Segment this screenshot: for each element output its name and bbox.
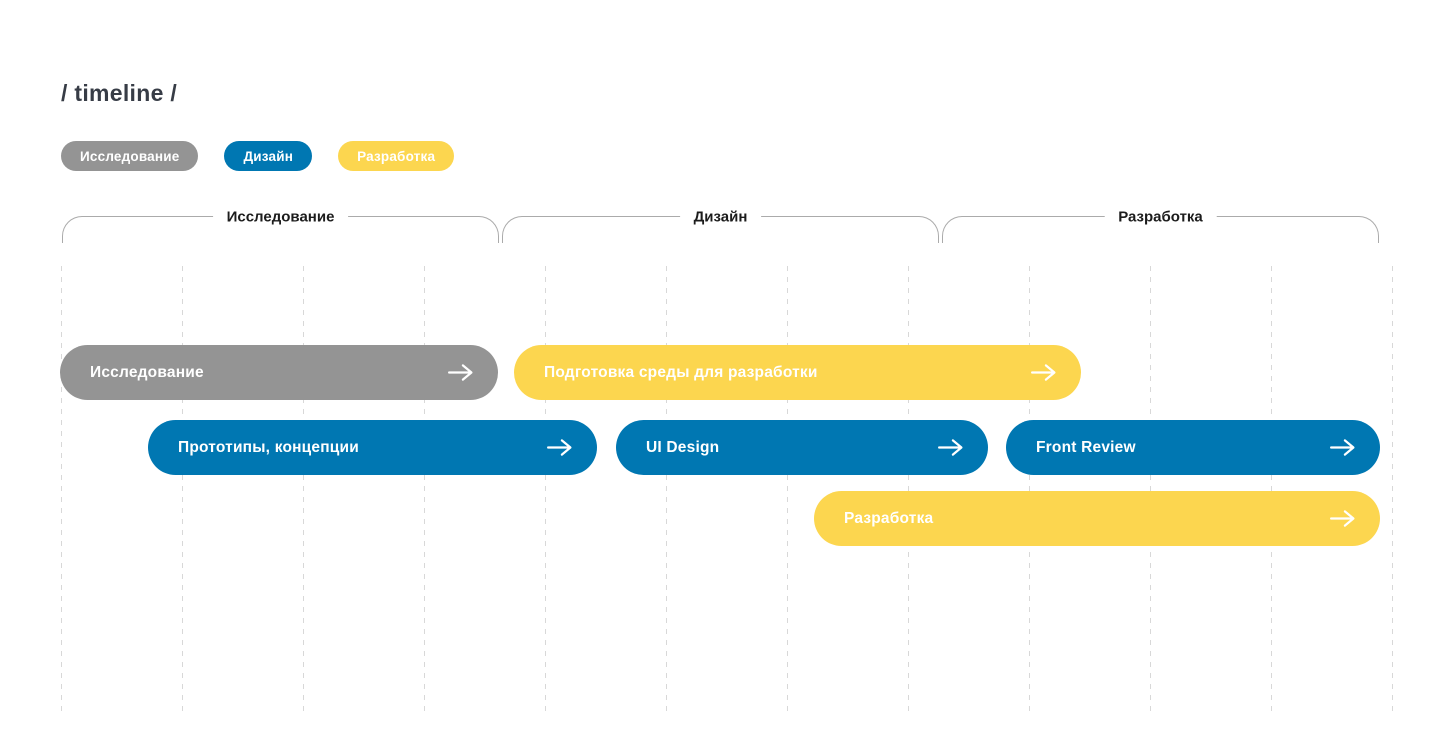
task-bar-label: Исследование	[90, 363, 204, 381]
phase-label-design: Дизайн	[679, 208, 762, 226]
gridline	[303, 266, 304, 713]
task-bar-label: UI Design	[646, 438, 720, 456]
legend-pill-design[interactable]: Дизайн	[224, 141, 313, 171]
gridline	[666, 266, 667, 713]
gridline	[1392, 266, 1393, 713]
task-bar-label: Прототипы, концепции	[178, 438, 359, 456]
gridline	[1150, 266, 1151, 713]
legend-pill-research[interactable]: Исследование	[61, 141, 199, 171]
gridline	[1029, 266, 1030, 713]
task-bar-label: Подготовка среды для разработки	[544, 363, 818, 381]
phase-label-research: Исследование	[212, 208, 349, 226]
gridline	[908, 266, 909, 713]
gridline	[182, 266, 183, 713]
task-bar[interactable]: Подготовка среды для разработки	[514, 345, 1081, 400]
arrow-right-icon	[1330, 439, 1355, 456]
task-bar[interactable]: Прототипы, концепции	[148, 420, 597, 475]
task-bar-label: Разработка	[844, 509, 934, 527]
gridline	[1271, 266, 1272, 713]
gridline	[787, 266, 788, 713]
task-bar-label: Front Review	[1036, 438, 1136, 456]
task-bar[interactable]: Front Review	[1006, 420, 1380, 475]
gridline	[545, 266, 546, 713]
gridline	[61, 266, 62, 713]
arrow-right-icon	[1330, 510, 1355, 527]
task-bar[interactable]: Разработка	[814, 491, 1380, 546]
task-bar[interactable]: UI Design	[616, 420, 988, 475]
gridline	[424, 266, 425, 713]
arrow-right-icon	[448, 364, 473, 381]
legend: Исследование Дизайн Разработка	[61, 141, 455, 171]
arrow-right-icon	[547, 439, 572, 456]
legend-pill-development[interactable]: Разработка	[338, 141, 455, 171]
phase-brackets: Исследование Дизайн Разработка	[62, 208, 1379, 243]
arrow-right-icon	[1031, 364, 1056, 381]
page-title: / timeline /	[61, 80, 178, 106]
arrow-right-icon	[938, 439, 963, 456]
task-bar[interactable]: Исследование	[60, 345, 498, 400]
phase-label-development: Разработка	[1104, 208, 1217, 226]
